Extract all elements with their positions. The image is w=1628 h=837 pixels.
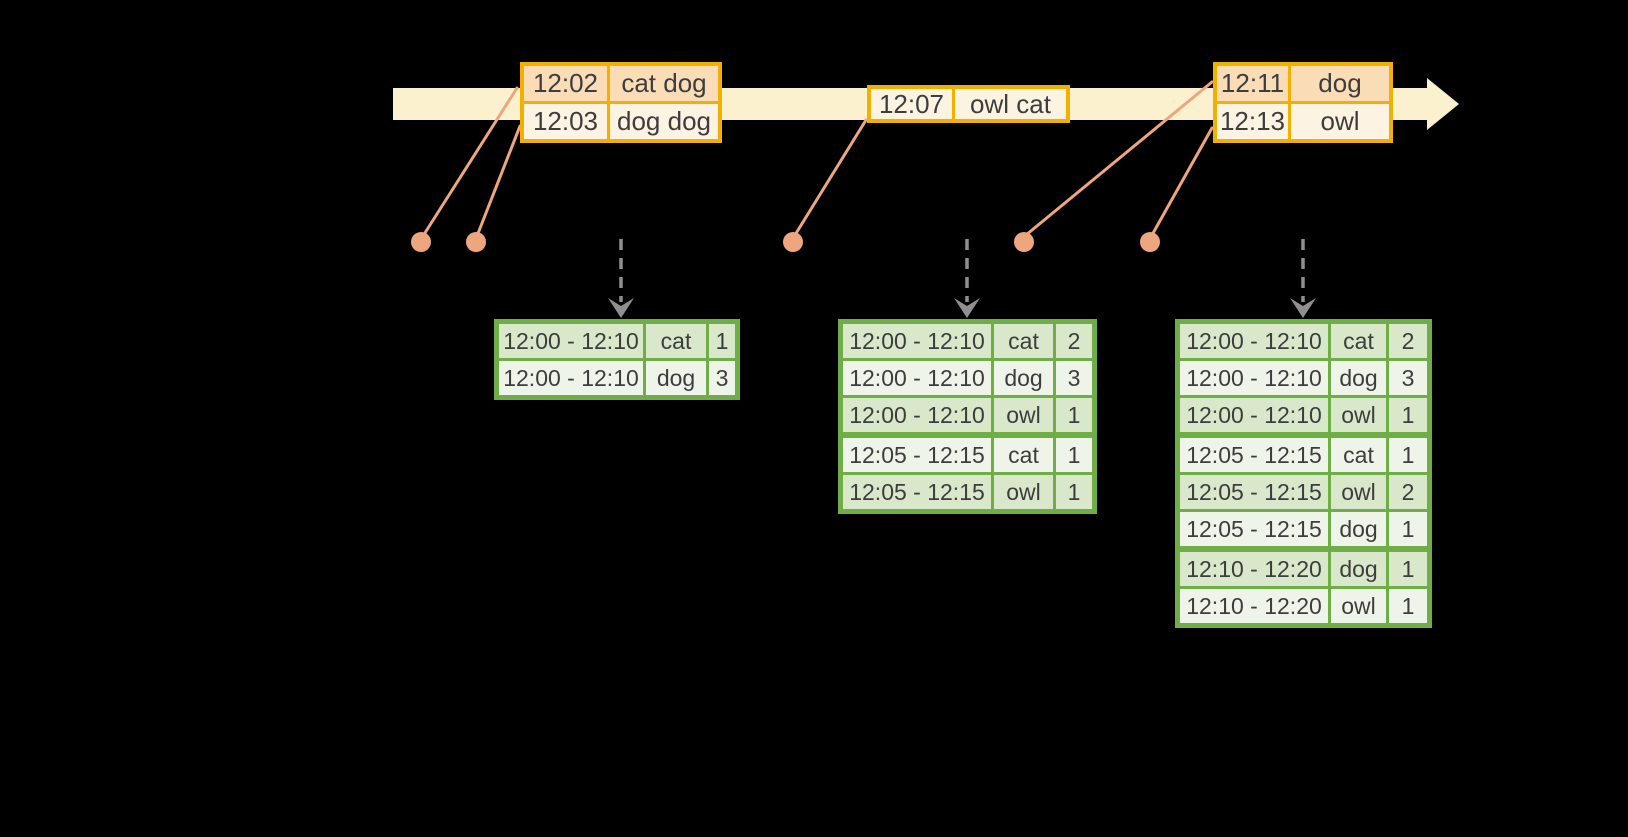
event-time-cell: 12:07 — [871, 89, 952, 119]
result-window-cell: 12:05 - 12:15 — [1180, 438, 1328, 472]
result-window-cell: 12:00 - 12:10 — [499, 361, 643, 395]
result-word-cell: cat — [994, 438, 1053, 472]
event-dot-1 — [411, 232, 431, 252]
result-count-cell: 3 — [1389, 361, 1427, 395]
event-words-cell: dog dog — [610, 104, 718, 139]
result-word-cell: dog — [1331, 361, 1386, 395]
event-connector-line-4 — [1024, 80, 1214, 237]
result-word-cell: owl — [1331, 475, 1386, 509]
result-word-cell: dog — [1331, 552, 1386, 586]
event-connector-line-3 — [793, 118, 868, 237]
result-word-cell: dog — [994, 361, 1053, 395]
event-dot-2 — [466, 232, 486, 252]
event-time-cell: 12:03 — [524, 104, 607, 139]
event-dot-5 — [1140, 232, 1160, 252]
result-window-cell: 12:00 - 12:10 — [843, 324, 991, 358]
result-window-cell: 12:00 - 12:10 — [1180, 398, 1328, 432]
result-window-cell: 12:05 - 12:15 — [1180, 512, 1328, 546]
result-word-cell: cat — [994, 324, 1053, 358]
result-count-cell: 1 — [1056, 398, 1092, 432]
update-arrowhead-icon-3 — [1290, 298, 1316, 318]
result-word-cell: dog — [646, 361, 706, 395]
result-count-cell: 2 — [1389, 324, 1427, 358]
event-connector-line-1 — [421, 86, 519, 238]
result-count-cell: 1 — [1389, 512, 1427, 546]
event-dot-3 — [783, 232, 803, 252]
result-window-cell: 12:00 - 12:10 — [843, 361, 991, 395]
event-time-cell: 12:11 — [1217, 66, 1288, 101]
event-words-cell: owl — [1291, 104, 1389, 139]
result-count-cell: 3 — [709, 361, 735, 395]
result-count-cell: 1 — [1389, 398, 1427, 432]
event-words-cell: cat dog — [610, 66, 718, 101]
event-connector-line-2 — [475, 124, 522, 238]
result-word-cell: owl — [994, 398, 1053, 432]
result-window-cell: 12:10 - 12:20 — [1180, 552, 1328, 586]
result-word-cell: owl — [1331, 589, 1386, 623]
result-window-cell: 12:00 - 12:10 — [499, 324, 643, 358]
timeline-arrowhead-icon — [1427, 78, 1459, 130]
result-word-cell: cat — [1331, 324, 1386, 358]
result-word-cell: dog — [1331, 512, 1386, 546]
event-dot-4 — [1014, 232, 1034, 252]
event-words-cell: dog — [1291, 66, 1389, 101]
result-count-cell: 2 — [1389, 475, 1427, 509]
result-count-cell: 3 — [1056, 361, 1092, 395]
event-time-cell: 12:02 — [524, 66, 607, 101]
result-word-cell: owl — [994, 475, 1053, 509]
event-connector-line-5 — [1150, 126, 1214, 237]
result-window-cell: 12:05 - 12:15 — [1180, 475, 1328, 509]
result-word-cell: cat — [646, 324, 706, 358]
result-window-cell: 12:10 - 12:20 — [1180, 589, 1328, 623]
result-count-cell: 1 — [1389, 438, 1427, 472]
result-window-cell: 12:05 - 12:15 — [843, 475, 991, 509]
result-window-cell: 12:00 - 12:10 — [1180, 361, 1328, 395]
update-arrowhead-icon-2 — [954, 298, 980, 318]
result-window-cell: 12:00 - 12:10 — [1180, 324, 1328, 358]
result-count-cell: 1 — [1056, 475, 1092, 509]
result-count-cell: 1 — [1056, 438, 1092, 472]
result-window-cell: 12:05 - 12:15 — [843, 438, 991, 472]
result-word-cell: owl — [1331, 398, 1386, 432]
result-count-cell: 1 — [709, 324, 735, 358]
result-word-cell: cat — [1331, 438, 1386, 472]
update-arrowhead-icon-1 — [608, 298, 634, 318]
result-count-cell: 2 — [1056, 324, 1092, 358]
result-count-cell: 1 — [1389, 589, 1427, 623]
result-count-cell: 1 — [1389, 552, 1427, 586]
event-time-cell: 12:13 — [1217, 104, 1288, 139]
event-words-cell: owl cat — [955, 89, 1066, 119]
result-window-cell: 12:00 - 12:10 — [843, 398, 991, 432]
